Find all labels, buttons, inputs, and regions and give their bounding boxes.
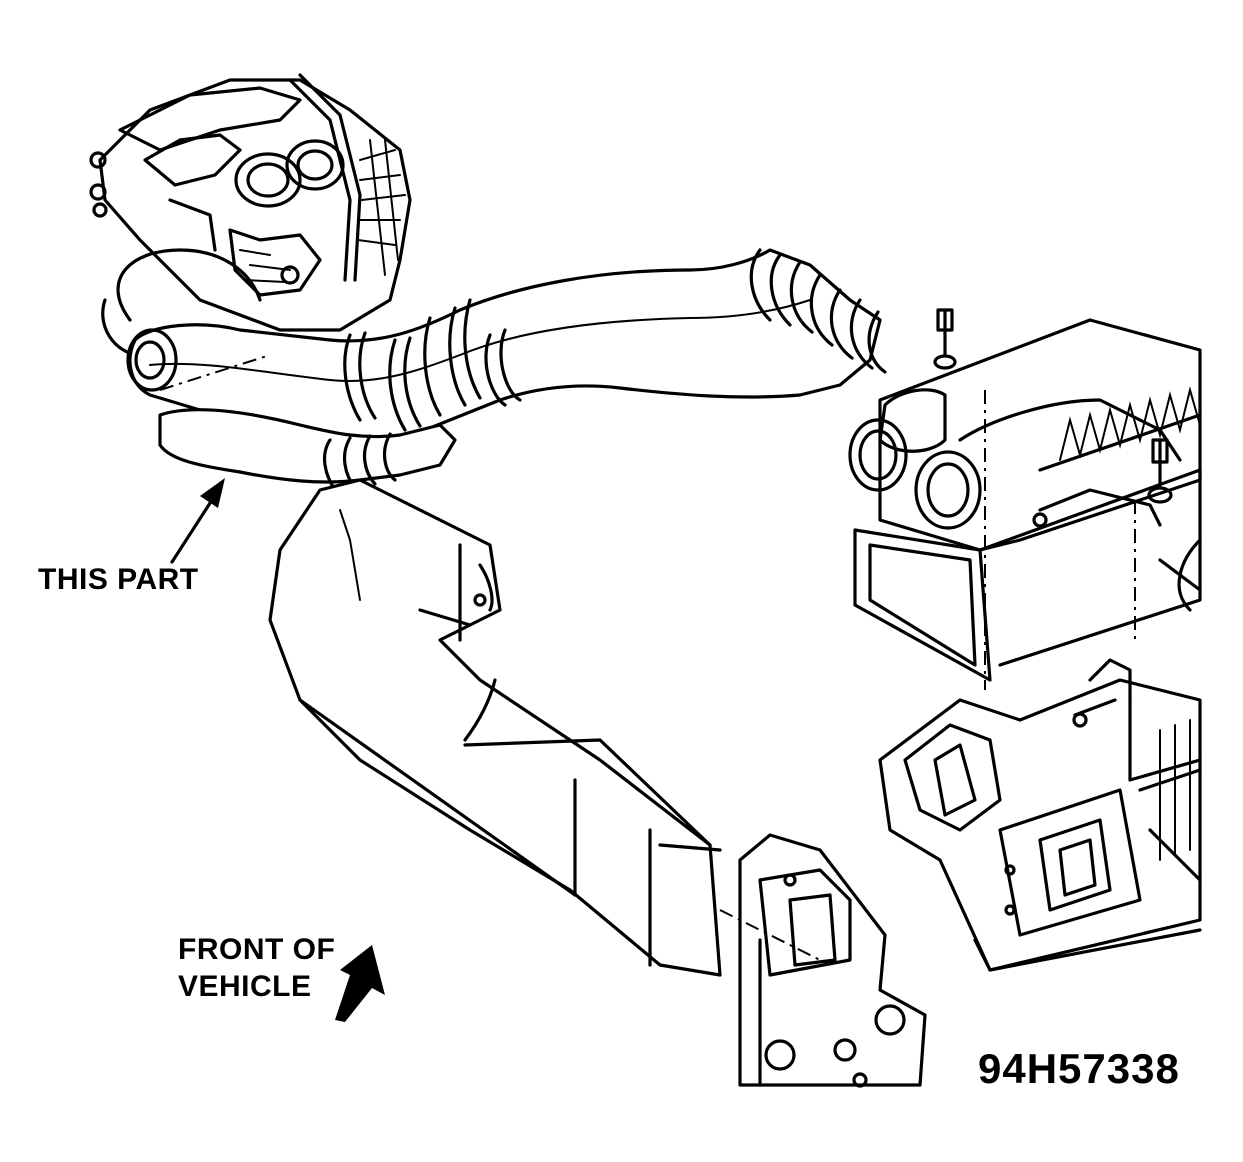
intake-duct-tube	[101, 248, 887, 492]
air-cleaner-assembly	[848, 308, 1202, 690]
radiator-support-bracket	[719, 833, 927, 1088]
direction-arrow-icon	[335, 945, 385, 1022]
arrow-pointer-icon	[170, 478, 225, 564]
air-cleaner-mounting-tray	[878, 658, 1202, 972]
figure-id-label: 94H57338	[978, 1045, 1180, 1092]
engine-assembly	[89, 73, 412, 332]
front-of-vehicle-label-line2: VEHICLE	[178, 970, 312, 1003]
this-part-label: THIS PART	[38, 563, 199, 596]
front-air-inlet-duct	[268, 478, 722, 977]
front-of-vehicle-label-line1: FRONT OF	[178, 933, 336, 966]
